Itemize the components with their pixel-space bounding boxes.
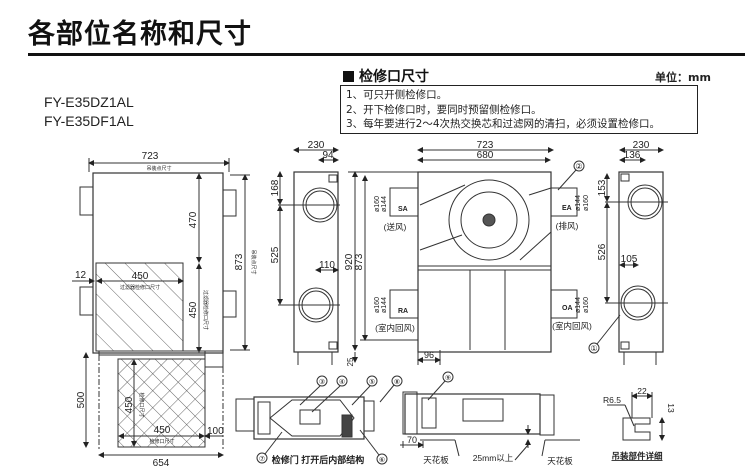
square-bullet-icon: [343, 71, 354, 82]
fan-housing: [448, 179, 530, 261]
dim-500: 500: [76, 391, 87, 408]
callout-7: ⑦: [259, 455, 265, 463]
callout-3: ③: [319, 378, 325, 386]
ceiling-label-right: 天花板: [547, 456, 573, 466]
dim-bottom-opening-h: 450: [124, 396, 135, 413]
port-sa: ø160 ø144 SA (送风): [374, 196, 408, 232]
inspection-heading-text: 检修口尺寸: [359, 69, 429, 85]
dim-94: 94: [322, 150, 334, 161]
callout-5: ⑤: [369, 378, 375, 386]
dim-873-front: 873: [354, 253, 365, 270]
dim-right-width: 230: [633, 140, 650, 151]
dim-873-top: 873: [234, 253, 245, 270]
duct-stub: [79, 286, 94, 316]
note-2: 2、开下检修口时，要同时预留侧检修口。: [346, 103, 542, 116]
internal-view-caption: 检修门 打开后内部结构: [272, 454, 365, 465]
port-sa-label: (送风): [384, 222, 407, 232]
port-oa-inner-dia: ø144: [575, 297, 582, 313]
duct-stub: [222, 290, 237, 318]
dim-526: 526: [597, 243, 608, 260]
port-ra-label: (室内回风): [375, 323, 415, 333]
dim-168: 168: [270, 179, 281, 196]
dim-105: 105: [621, 254, 638, 265]
port-ra: ø160 ø144 RA (室内回风): [374, 297, 415, 333]
dim-136: 136: [624, 150, 641, 161]
inspection-notes-box: 1、可只开侧检修口。 2、开下检修口时，要同时预留侧检修口。 3、每年要进行2～…: [340, 85, 698, 134]
dim-top-width-note: 吊装点尺寸: [146, 165, 171, 172]
dim-filter-height: 450: [188, 301, 199, 318]
dim-filter-height-note: 过滤器检修口尺寸: [202, 290, 209, 330]
port-oa-label: (室内回风): [552, 321, 592, 331]
port-ea-code: EA: [562, 205, 572, 212]
front-view: [348, 147, 621, 365]
duct-stub: [222, 189, 237, 217]
dim-bottom-opening-w-note: 检修口尺寸: [149, 438, 174, 445]
port-sa-outer-dia: ø160: [374, 196, 381, 212]
ceiling-label-left: 天花板: [423, 455, 449, 465]
dim-873-note: 吊装点尺寸: [250, 249, 257, 274]
port-ea: EA ø144 ø160 (排风): [556, 195, 590, 231]
left-side-view: [277, 147, 340, 365]
port-oa: OA ø144 ø160 (室内回风): [552, 297, 592, 331]
dim-25: 25: [346, 357, 355, 366]
right-side-view: [604, 147, 668, 365]
ceiling-install-view: [400, 371, 580, 461]
model-number-2: FY-E35DF1AL: [44, 113, 134, 129]
dim-filter-width: 450: [132, 271, 149, 282]
dim-153: 153: [597, 179, 608, 196]
callout-8: ⑧: [394, 378, 400, 386]
hanger-detail: [607, 392, 665, 441]
port-ea-inner-dia: ø144: [575, 195, 582, 211]
dim-654: 654: [153, 458, 170, 469]
callout-4: ④: [339, 378, 345, 386]
page-title: 各部位名称和尺寸: [28, 19, 252, 50]
port-sa-inner-dia: ø144: [381, 196, 388, 212]
dim-110: 110: [319, 260, 335, 271]
dim-70: 70: [407, 435, 417, 445]
inspection-heading: 检修口尺寸: [343, 66, 429, 86]
port-oa-outer-dia: ø160: [583, 297, 590, 313]
note-3: 3、每年要进行2～4次热交换芯和过滤网的清扫，必须设置检修口。: [346, 118, 661, 130]
duct-stub: [79, 186, 94, 216]
dim-front-inner-width: 680: [477, 150, 494, 161]
title-divider: [28, 53, 745, 56]
note-1: 1、可只开侧检修口。: [346, 89, 448, 101]
port-sa-code: SA: [398, 206, 408, 213]
callout-2: ②: [575, 162, 582, 171]
port-ea-label: (排风): [556, 221, 579, 231]
dim-top-width: 723: [142, 151, 159, 162]
dim-22: 22: [637, 386, 647, 396]
dim-470: 470: [188, 211, 199, 228]
dim-12: 12: [75, 270, 87, 281]
dim-bottom-opening-w: 450: [154, 425, 171, 436]
dim-13: 13: [666, 403, 676, 413]
clearance-label: 25mm以上: [473, 453, 514, 463]
hanger-detail-caption: 吊装部件详细: [611, 451, 663, 461]
model-number-1: FY-E35DZ1AL: [44, 94, 134, 110]
radius-label: R6.5: [603, 395, 621, 405]
dim-920: 920: [344, 253, 355, 270]
port-ra-inner-dia: ø144: [381, 297, 388, 313]
dim-filter-width-note: 过滤器检修口尺寸: [120, 284, 160, 291]
port-ra-outer-dia: ø160: [374, 297, 381, 313]
unit-outline-top: [92, 172, 224, 354]
dim-left-width: 230: [308, 140, 325, 151]
internal-structure-view: [235, 375, 403, 465]
dim-front-outer-width: 723: [477, 140, 494, 151]
callout-6: ⑥: [379, 456, 385, 464]
port-ea-outer-dia: ø160: [583, 195, 590, 211]
callout-1: ①: [590, 344, 597, 353]
port-oa-code: OA: [562, 305, 573, 312]
unit-label: 单位：mm: [655, 71, 711, 84]
callout-9: ⑨: [445, 374, 451, 382]
port-ra-code: RA: [398, 308, 408, 315]
filter-access-area: [95, 262, 184, 352]
dim-525: 525: [270, 246, 281, 263]
top-view: [72, 158, 250, 458]
dim-96: 96: [424, 350, 434, 360]
dim-100: 100: [207, 426, 224, 437]
dim-bottom-opening-h-note: 检修口尺寸: [138, 392, 145, 417]
